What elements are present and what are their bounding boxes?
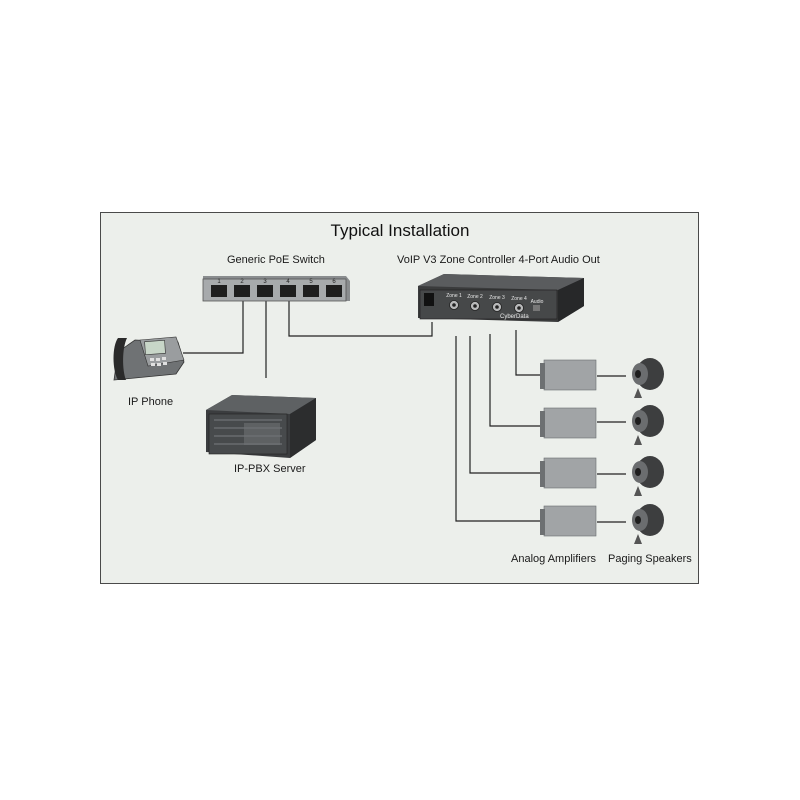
switch-port-numbers: 1 2 3 4 5 6 <box>217 279 336 285</box>
amplifier-icon <box>540 407 597 439</box>
speaker-icon <box>632 358 664 398</box>
port-number: 3 <box>263 279 267 285</box>
ip-phone-icon <box>113 336 185 381</box>
speakers-group <box>632 358 664 544</box>
speaker-icon <box>632 504 664 544</box>
amplifier-icon <box>540 359 597 391</box>
zone-label: Zone 2 <box>467 294 483 300</box>
audio-label: Audio <box>531 299 544 305</box>
link-zone2-amp2 <box>489 334 540 427</box>
brand-label: CyberData <box>500 314 529 320</box>
amplifiers-label: Analog Amplifiers <box>511 553 596 565</box>
controller-panel-labels: Zone 1 Zone 2 Zone 3 Zone 4 Audio CyberD… <box>446 293 543 320</box>
speaker-icon <box>632 456 664 496</box>
link-switch-controller <box>288 301 433 337</box>
amplifier-icon <box>540 457 597 489</box>
link-zone1-amp1 <box>515 330 540 376</box>
poe-switch-icon <box>202 276 350 302</box>
switch-label: Generic PoE Switch <box>227 254 325 266</box>
server-icon <box>206 395 316 458</box>
link-switch-phone <box>183 301 244 354</box>
phone-label: IP Phone <box>128 396 174 408</box>
speakers-label: Paging Speakers <box>608 553 692 565</box>
zone-label: Zone 4 <box>511 296 527 302</box>
zone-label: Zone 3 <box>489 295 505 301</box>
port-number: 5 <box>309 279 313 285</box>
speaker-icon <box>632 405 664 445</box>
link-zone3-amp3 <box>469 336 540 474</box>
zone-label: Zone 1 <box>446 293 462 299</box>
port-number: 2 <box>240 279 244 285</box>
connection-lines <box>183 301 626 523</box>
port-number: 6 <box>332 279 336 285</box>
link-zone4-amp4 <box>455 336 540 522</box>
port-number: 4 <box>286 279 290 285</box>
amplifier-icon <box>540 505 597 537</box>
amplifiers-group <box>540 359 597 537</box>
controller-label: VoIP V3 Zone Controller 4-Port Audio Out <box>397 254 600 266</box>
server-label: IP-PBX Server <box>234 463 306 475</box>
zone-controller-icon <box>418 274 584 322</box>
port-number: 1 <box>217 279 221 285</box>
diagram-title: Typical Installation <box>330 221 470 240</box>
